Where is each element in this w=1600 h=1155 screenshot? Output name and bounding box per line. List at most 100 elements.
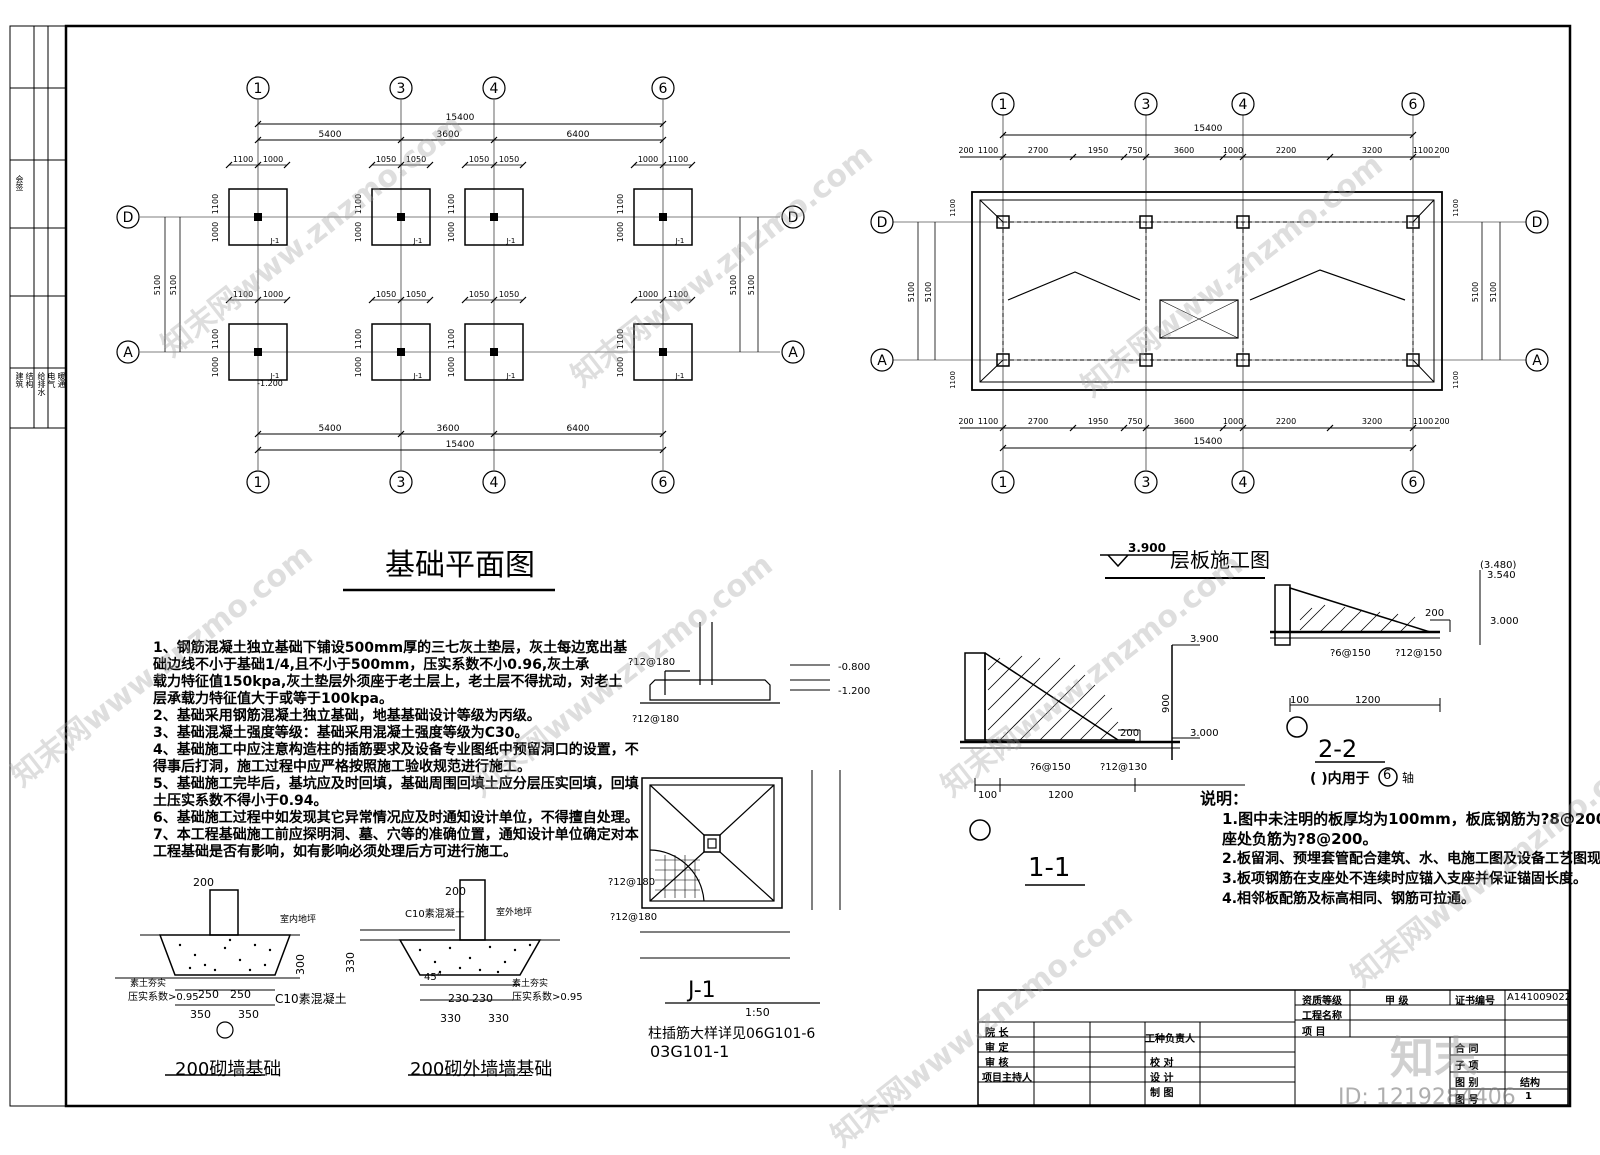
dim-text: 1000 bbox=[354, 357, 363, 377]
footing bbox=[371, 323, 431, 381]
dim-tick bbox=[1219, 424, 1227, 432]
dim-tick bbox=[519, 296, 527, 304]
watermark-id: ID: 1219284406 bbox=[1338, 1085, 1516, 1110]
dim-text: 1100 bbox=[447, 194, 456, 214]
outdoor-label: 室外地坪 bbox=[496, 908, 533, 918]
dim-tick bbox=[490, 296, 498, 304]
tb-type-value: 结构 bbox=[1520, 1078, 1540, 1089]
dim-text: 1100 bbox=[949, 371, 957, 389]
dim-tick bbox=[490, 136, 498, 144]
dim-250-b: 250 bbox=[230, 988, 251, 1001]
footing-level: -1.200 bbox=[257, 379, 283, 388]
dim-tick bbox=[368, 296, 376, 304]
note-line: 工程基础是否有影响，如有影响必须处理后方可进行施工。 bbox=[153, 844, 517, 860]
section-1-1-hatch bbox=[987, 655, 1119, 741]
dim-total: 15400 bbox=[446, 113, 475, 123]
section-2-2-axis: 6 bbox=[1383, 768, 1392, 783]
dim-text: 1000 bbox=[1223, 417, 1243, 426]
dim-text: 1050 bbox=[406, 290, 426, 299]
axis-label: 3 bbox=[397, 475, 406, 491]
dim-tick bbox=[254, 136, 262, 144]
dim-tick bbox=[999, 424, 1007, 432]
footing-tag: J-1 bbox=[270, 237, 280, 245]
tb-sub-label: 子 项 bbox=[1455, 1061, 1479, 1072]
axis-bubble bbox=[991, 92, 1015, 116]
dim-900: 900 bbox=[1161, 693, 1173, 714]
dim-text: 1050 bbox=[499, 290, 519, 299]
axis-label: 1 bbox=[999, 475, 1008, 491]
column bbox=[1236, 215, 1250, 229]
dim-text: 3200 bbox=[1362, 146, 1382, 155]
dim-tick bbox=[254, 120, 262, 128]
slab-note-line: 座处负筋为?8@200。 bbox=[1222, 830, 1378, 848]
dim-text: 2700 bbox=[1028, 417, 1048, 426]
axis-bubble bbox=[870, 348, 894, 372]
axis-label: A bbox=[877, 353, 887, 369]
j1-detail bbox=[640, 622, 841, 1004]
dim-text: 1950 bbox=[1088, 417, 1108, 426]
left-signature-strip bbox=[10, 26, 66, 429]
rebar-g: ?12@180 bbox=[608, 877, 656, 888]
footing-tag: J-1 bbox=[413, 372, 423, 380]
rebar-b: ?12@130 bbox=[1100, 762, 1148, 773]
tb-row5-mid: 制 图 bbox=[1150, 1088, 1174, 1099]
dim-330-a: 330 bbox=[440, 1012, 461, 1025]
dim-text: 1100 bbox=[978, 146, 998, 155]
dim-tick bbox=[1409, 444, 1417, 452]
dim-text: 200 bbox=[958, 146, 973, 155]
footing bbox=[371, 188, 431, 246]
note-line: 6、基础施工过程中如发现其它异常情况应及时通知设计单位，不得擅自处理。 bbox=[153, 810, 639, 826]
axis-label: A bbox=[788, 345, 798, 361]
dim-text: 1100 bbox=[1413, 417, 1433, 426]
dim-text: 1000 bbox=[263, 290, 283, 299]
tb-num-value: 1 bbox=[1525, 1091, 1532, 1102]
footing bbox=[228, 323, 288, 381]
dim-1200-b: 1200 bbox=[1355, 695, 1381, 706]
dim-text: 1100 bbox=[668, 290, 688, 299]
axis-label: D bbox=[123, 210, 134, 226]
dim-tick bbox=[659, 161, 667, 169]
section-2-2-note: ( )内用于 bbox=[1310, 771, 1370, 787]
note-line: 1、钢筋混凝土独立基础下铺设500mm厚的三七灰土垫层，灰土每边宽出基 bbox=[153, 640, 628, 656]
dim-text: 1100 bbox=[233, 290, 253, 299]
dim-total: 15400 bbox=[1194, 124, 1223, 134]
dim-text: 1100 bbox=[211, 329, 220, 349]
column bbox=[1139, 215, 1153, 229]
column bbox=[996, 353, 1010, 367]
note-line: 2、基础采用钢筋混凝土独立基础，地基基础设计等级为丙级。 bbox=[153, 708, 541, 724]
slab-inner bbox=[979, 199, 1435, 383]
dim-text: 1050 bbox=[376, 155, 396, 164]
dim-tick bbox=[254, 296, 262, 304]
dim-tick bbox=[1120, 153, 1128, 161]
compact-label-b: 压实系数>0.95 bbox=[512, 992, 583, 1003]
dim-text: 1100 bbox=[1413, 146, 1433, 155]
axis-label: 4 bbox=[1239, 97, 1248, 113]
soil-label-a: 素土夯实 bbox=[130, 979, 167, 989]
axis-bubble bbox=[1134, 470, 1158, 494]
c10-label-b: C10素混凝土 bbox=[405, 909, 465, 920]
dim-230-a: 230 bbox=[448, 992, 469, 1005]
watermark-logo: 知末 bbox=[1390, 1033, 1478, 1084]
axis-label: D bbox=[788, 210, 799, 226]
axis-bubble bbox=[1231, 470, 1255, 494]
dim-tick bbox=[254, 446, 262, 454]
dim-text: 1950 bbox=[1088, 146, 1108, 155]
footing-tag: J-1 bbox=[270, 372, 280, 380]
dim-tick bbox=[1142, 153, 1150, 161]
level-3000-a: 3.000 bbox=[1190, 728, 1219, 739]
note-line: 层承载力特征值大于或等于100kpa。 bbox=[153, 691, 394, 707]
rebar-a: ?6@150 bbox=[1030, 762, 1071, 773]
axis-label: 1 bbox=[254, 475, 263, 491]
axis-bubble bbox=[389, 470, 413, 494]
axis-label: 3 bbox=[1142, 475, 1151, 491]
tb-row4-mid: 设 计 bbox=[1150, 1073, 1174, 1084]
axis-label: 1 bbox=[254, 81, 263, 97]
axis-label: 6 bbox=[1409, 475, 1418, 491]
dim-tick bbox=[426, 296, 434, 304]
level-symbol bbox=[1107, 554, 1129, 568]
axis-label: 4 bbox=[1239, 475, 1248, 491]
slab-opening bbox=[1159, 299, 1239, 339]
axis-label: 4 bbox=[490, 81, 499, 97]
dim-tick bbox=[461, 161, 469, 169]
